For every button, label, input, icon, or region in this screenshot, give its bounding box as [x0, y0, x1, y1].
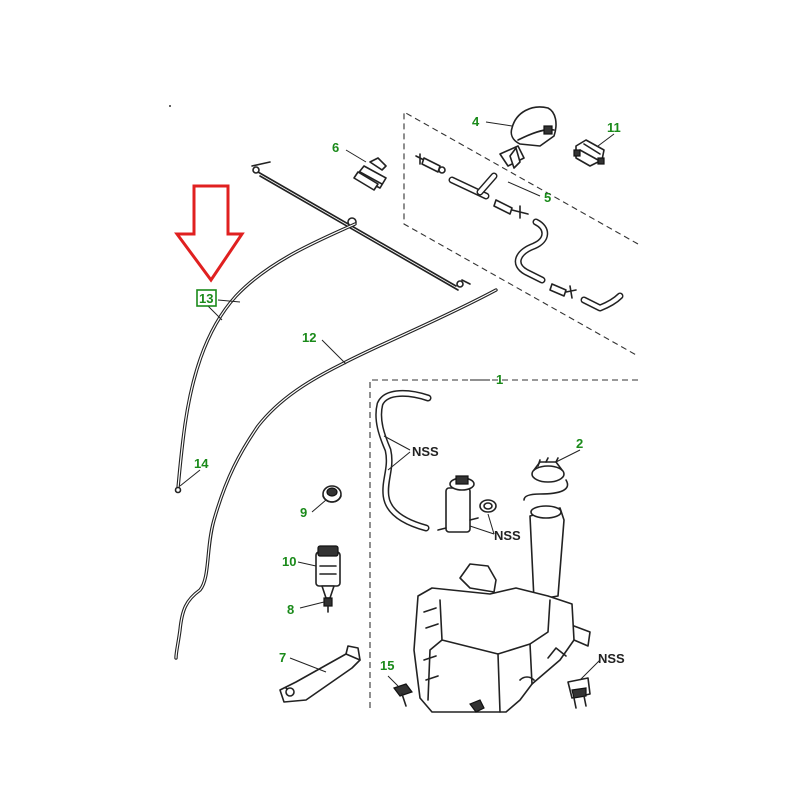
label-part-4: 4: [472, 114, 480, 129]
nss-pump: [437, 475, 497, 533]
washer-jet-4: [499, 106, 557, 169]
washer-reservoir-1: [413, 505, 591, 713]
label-part-6: 6: [332, 140, 339, 155]
label-part-9: 9: [300, 505, 307, 520]
washer-tube-13: [174, 222, 357, 494]
group-box-upper: [403, 111, 639, 357]
label-part-8: 8: [287, 602, 294, 617]
label-part-12: 12: [302, 330, 316, 345]
hose-set-5: [415, 153, 624, 312]
stray-dot: [169, 105, 171, 107]
label-part-14: 14: [194, 456, 209, 471]
washer-pump-10: [315, 545, 341, 599]
bracket-7: [279, 645, 361, 703]
nss-hose: [375, 390, 432, 532]
nss-tank-clip: [567, 677, 591, 709]
label-part-5: 5: [544, 190, 551, 205]
bolt-15: [393, 683, 413, 707]
label-part-13-box: [196, 289, 217, 307]
label-part-11: 11: [607, 120, 621, 135]
nozzle-8: [323, 597, 333, 613]
label-part-10: 10: [282, 554, 296, 569]
filler-cap-2: [523, 457, 569, 501]
leader-lines: [179, 121, 615, 687]
washer-tube-12: [174, 288, 498, 660]
connector-6: [353, 157, 387, 191]
label-nss-hose: NSS: [412, 444, 439, 459]
label-nss-tank: NSS: [598, 651, 625, 666]
label-part-13: 13: [199, 291, 213, 306]
grommet-9: [322, 485, 342, 503]
label-part-7: 7: [279, 650, 286, 665]
bolt-tank: [469, 699, 485, 713]
label-nss-pump: NSS: [494, 528, 521, 543]
wiper-linkage: [251, 161, 471, 291]
label-part-15: 15: [380, 658, 394, 673]
label-part-2: 2: [576, 436, 583, 451]
label-part-1: 1: [496, 372, 503, 387]
clip-11: [573, 139, 605, 167]
highlight-arrow-icon: [174, 184, 245, 283]
